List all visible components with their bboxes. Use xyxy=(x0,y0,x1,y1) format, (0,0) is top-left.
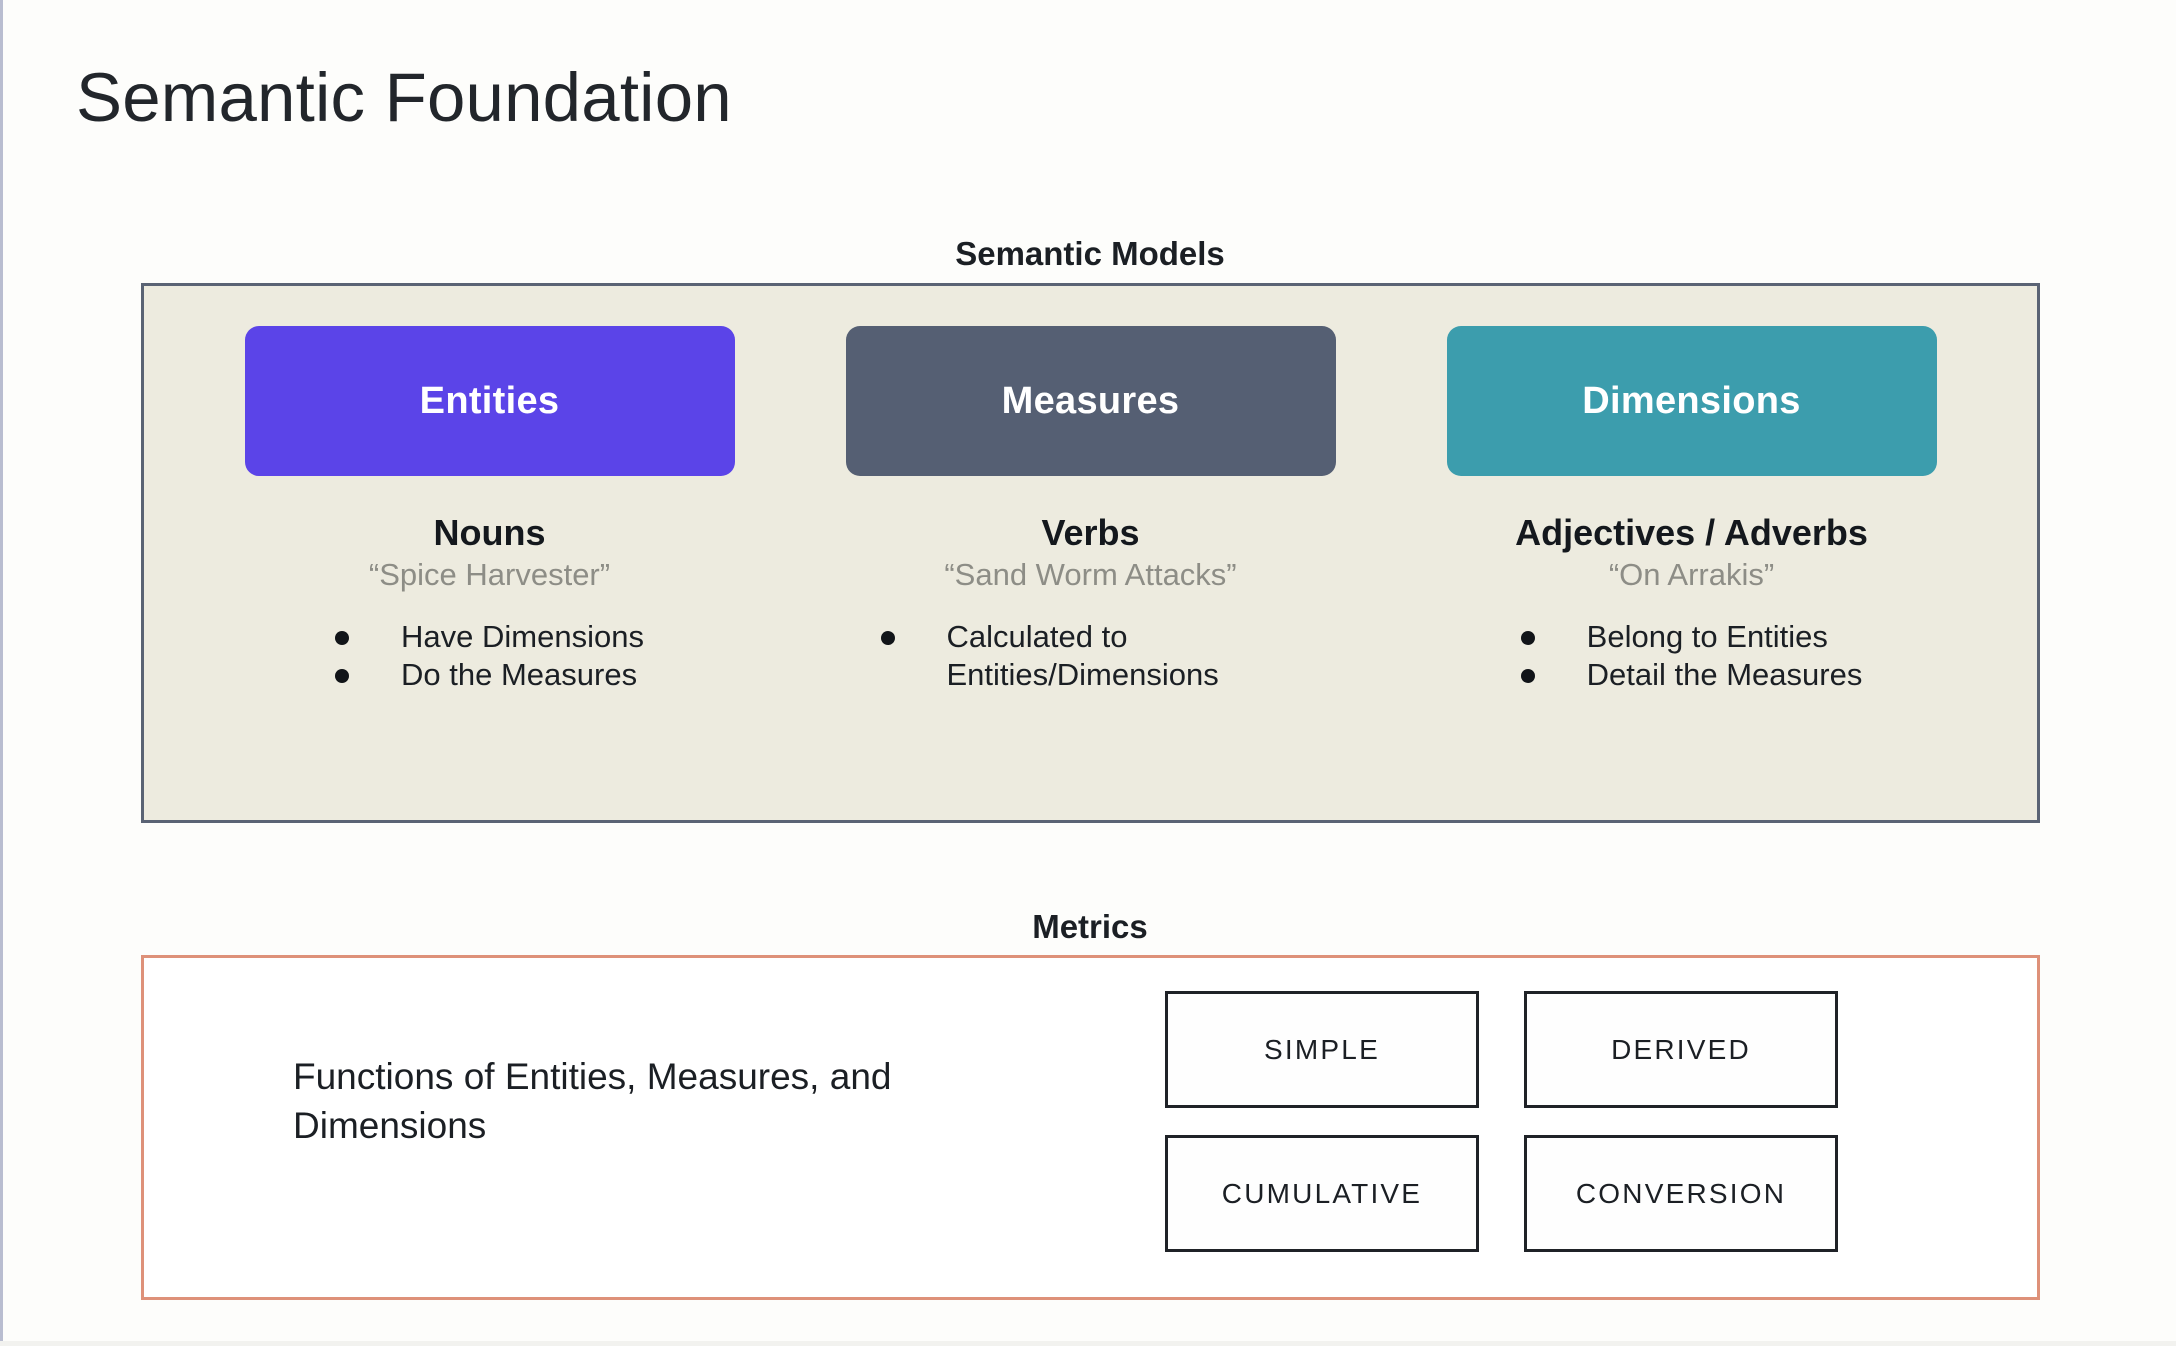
metrics-description: Functions of Entities, Measures, and Dim… xyxy=(293,1056,892,1146)
bullet-dot-icon xyxy=(1520,630,1535,645)
semantic-models-columns: Entities Nouns “Spice Harvester” Have Di… xyxy=(144,286,2037,820)
list-item: Do the Measures xyxy=(335,656,644,694)
bullet-dot-icon xyxy=(335,668,350,683)
model-bullet-text: Detail the Measures xyxy=(1586,656,1863,692)
page-title: Semantic Foundation xyxy=(76,59,732,136)
model-column-measures: Measures Verbs “Sand Worm Attacks” Calcu… xyxy=(790,326,1391,820)
list-item: Have Dimensions xyxy=(335,618,644,656)
model-column-dimensions: Dimensions Adjectives / Adverbs “On Arra… xyxy=(1391,326,1992,820)
model-example-entities: “Spice Harvester” xyxy=(368,556,611,592)
model-part-of-speech-dimensions: Adjectives / Adverbs xyxy=(1515,512,1868,553)
bullet-dot-icon xyxy=(1520,668,1535,683)
model-bullet-list-entities: Have Dimensions Do the Measures xyxy=(335,618,644,694)
frame-left-edge xyxy=(0,0,3,1346)
metrics-panel: Functions of Entities, Measures, and Dim… xyxy=(141,955,2040,1300)
model-bullet-text: Calculated to Entities/Dimensions xyxy=(946,618,1219,692)
bullet-dot-icon xyxy=(335,630,350,645)
model-part-of-speech-entities: Nouns xyxy=(433,512,546,553)
model-chip-entities[interactable]: Entities xyxy=(244,326,735,476)
metric-type-simple[interactable]: SIMPLE xyxy=(1165,991,1479,1108)
list-item: Belong to Entities xyxy=(1520,618,1863,656)
metric-type-derived[interactable]: DERIVED xyxy=(1524,991,1838,1108)
frame-bottom-edge xyxy=(0,1341,2176,1346)
model-chip-measures[interactable]: Measures xyxy=(845,326,1336,476)
model-bullet-text: Belong to Entities xyxy=(1586,618,1828,654)
metrics-heading: Metrics xyxy=(1032,908,1148,945)
model-bullet-list-dimensions: Belong to Entities Detail the Measures xyxy=(1520,618,1863,694)
semantic-models-heading: Semantic Models xyxy=(955,235,1225,272)
model-column-entities: Entities Nouns “Spice Harvester” Have Di… xyxy=(189,326,790,820)
model-example-dimensions: “On Arrakis” xyxy=(1608,556,1775,592)
list-item: Detail the Measures xyxy=(1520,656,1863,694)
model-bullet-list-measures: Calculated to Entities/Dimensions xyxy=(880,618,1301,694)
semantic-models-panel: Entities Nouns “Spice Harvester” Have Di… xyxy=(141,283,2040,823)
model-example-measures: “Sand Worm Attacks” xyxy=(944,556,1237,592)
metric-type-conversion[interactable]: CONVERSION xyxy=(1524,1135,1838,1252)
list-item: Calculated to Entities/Dimensions xyxy=(880,618,1301,694)
metric-type-cumulative[interactable]: CUMULATIVE xyxy=(1165,1135,1479,1252)
model-bullet-text: Have Dimensions xyxy=(401,618,644,654)
model-bullet-text: Do the Measures xyxy=(401,656,638,692)
metric-type-grid: SIMPLE DERIVED CUMULATIVE CONVERSION xyxy=(1165,991,1838,1252)
model-part-of-speech-measures: Verbs xyxy=(1041,512,1140,553)
bullet-dot-icon xyxy=(880,630,895,645)
model-chip-dimensions[interactable]: Dimensions xyxy=(1446,326,1937,476)
